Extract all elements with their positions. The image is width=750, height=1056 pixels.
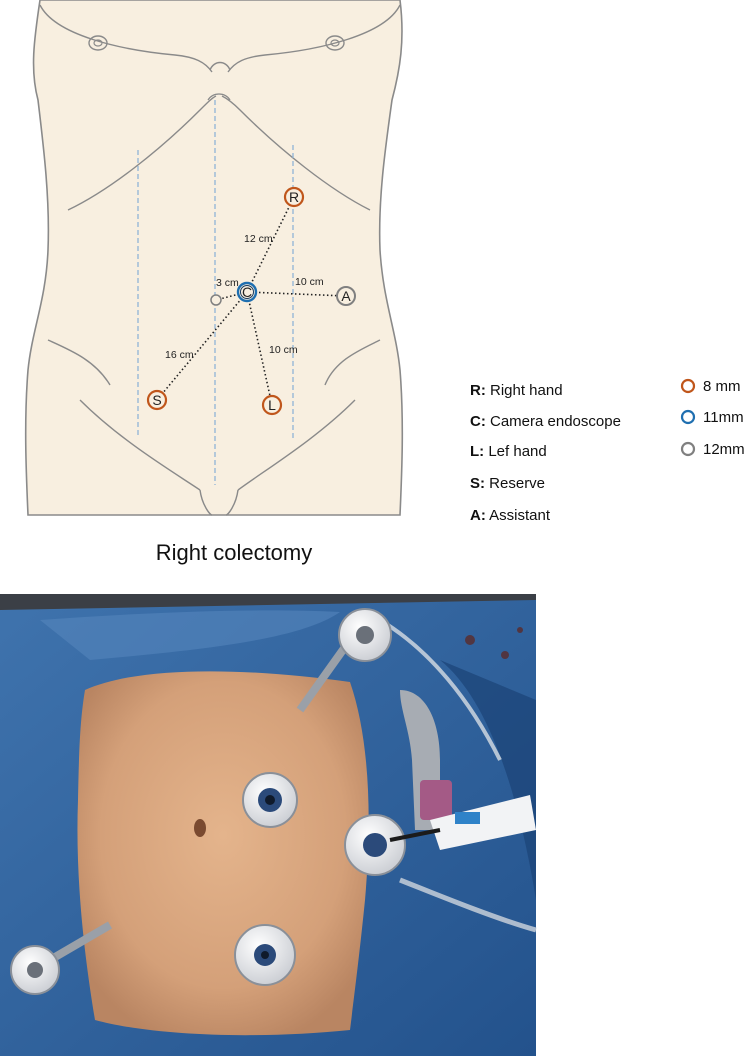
sternum-notch — [209, 61, 231, 71]
line-c-l — [246, 291, 273, 406]
drape-fold-top — [40, 610, 340, 660]
neck-line-left — [39, 4, 213, 73]
legend-roles: R: Right hand C: Camera endoscope L: Lef… — [470, 382, 621, 524]
trocar-right — [344, 814, 441, 876]
port-c: C — [236, 281, 258, 303]
xiphoid — [207, 93, 231, 101]
trocar-left — [10, 921, 113, 995]
stain-2 — [501, 651, 509, 659]
tubing-2 — [399, 877, 537, 933]
line-c-s — [156, 291, 248, 401]
legend-size-11mm: 11mm — [703, 409, 744, 426]
line-c-a — [246, 291, 347, 297]
port-a-letter: A — [341, 288, 351, 304]
torso-illustration — [24, 0, 404, 516]
port-c-letter: C — [242, 284, 252, 300]
tubing-1 — [378, 618, 502, 761]
legend-role-l: L: Lef hand — [470, 443, 547, 460]
umbilicus — [194, 819, 206, 837]
groin-line-right — [237, 399, 356, 491]
pubic-outline — [199, 489, 239, 516]
port-r-letter: R — [289, 189, 299, 205]
port-s-letter: S — [152, 392, 161, 408]
drape-fold-right — [440, 660, 536, 900]
distance-label-c-r: 12 cm — [244, 233, 273, 245]
legend-role-a: A: Assistant — [470, 507, 551, 524]
neck-line-right — [227, 4, 401, 73]
abdomen-skin — [77, 671, 369, 1036]
legend-role-s: S: Reserve — [470, 475, 545, 492]
legend-size-12mm-marker — [680, 441, 696, 457]
legend-sizes: 8 mm 11mm 12mm — [680, 378, 745, 458]
trocar-camera — [242, 772, 298, 828]
distance-label-c-aux: 3 cm — [216, 277, 239, 289]
operative-photo — [0, 594, 537, 1056]
legend-size-8mm: 8 mm — [703, 378, 741, 395]
groin-line-left — [79, 399, 201, 491]
trocar-lower — [234, 924, 296, 986]
rib-curve-left — [67, 95, 217, 211]
hip-curve-right — [324, 339, 381, 386]
distance-label-c-a: 10 cm — [295, 276, 324, 288]
robotic-arm — [400, 690, 536, 850]
port-l-letter: L — [268, 397, 276, 413]
trocar-top — [296, 608, 392, 713]
legend-size-12mm: 12mm — [703, 441, 745, 458]
legend-size-8mm-marker — [680, 378, 696, 394]
port-a: A — [336, 286, 356, 306]
distance-label-c-s: 16 cm — [165, 349, 194, 361]
torso-skin — [24, 0, 404, 516]
stain-1 — [465, 635, 475, 645]
rib-curve-right — [221, 95, 371, 211]
legend-size-11mm-marker — [680, 409, 696, 425]
distance-label-c-l: 10 cm — [269, 344, 298, 356]
nipple-left — [88, 35, 108, 51]
legend-role-r: R: Right hand — [470, 382, 563, 399]
port-s: S — [146, 389, 168, 411]
stain-3 — [517, 627, 523, 633]
line-c-r — [246, 196, 295, 293]
nipple-right — [325, 35, 345, 51]
legend-role-c: C: Camera endoscope — [470, 413, 621, 430]
port-r: R — [283, 186, 305, 208]
hip-curve-left — [47, 339, 111, 386]
figure-caption: Right colectomy — [156, 540, 313, 565]
port-aux — [210, 294, 222, 306]
port-l: L — [261, 394, 283, 416]
